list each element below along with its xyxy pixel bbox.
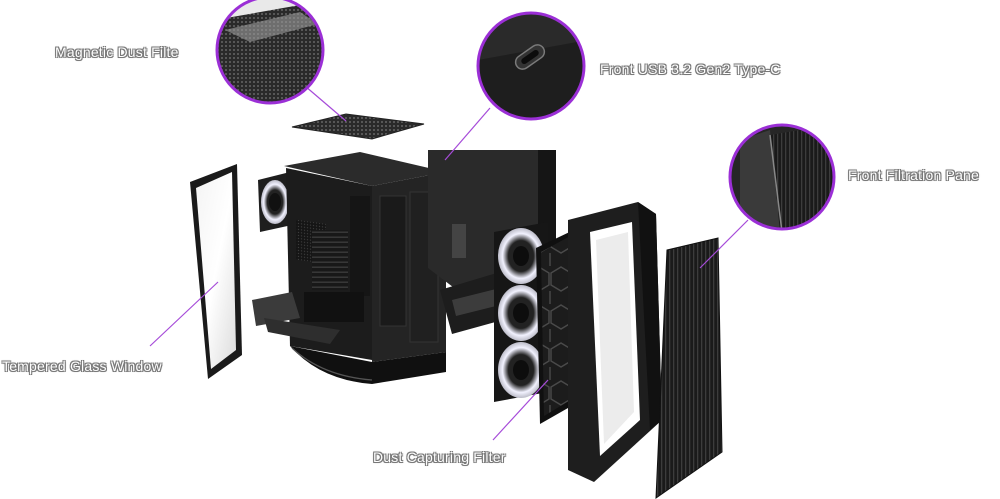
callout-line-usb [444,107,491,161]
front-fan-stack [494,222,548,402]
top-dust-filter [291,85,425,140]
callout-usb-type-c [476,11,586,121]
rear-fan [258,172,292,232]
callout-line-top-filter [304,85,347,122]
callout-line-dust [492,379,549,441]
front-fan-1 [498,228,544,284]
label-tempered-glass-window: Tempered Glass Window [2,358,162,374]
label-front-filtration-panel: Front Filtration Pane [848,167,980,183]
callout-line-front-panel [699,219,749,269]
front-bezel [568,202,662,482]
tempered-glass-panel [149,164,242,379]
main-chassis [252,152,446,384]
front-fan-2 [498,285,544,341]
front-filtration-panel [655,219,749,499]
label-magnetic-dust-filter: Magnetic Dust Filte [55,44,179,60]
label-dust-capturing-filter: Dust Capturing Filter [373,449,506,465]
callout-magnetic-dust-filter [215,0,325,105]
psu-shroud [440,272,510,334]
usb-c-port-icon [514,44,546,70]
callout-line-glass [149,281,219,347]
callout-front-filtration [728,123,836,231]
label-front-usb: Front USB 3.2 Gen2 Type-C [600,61,781,77]
front-fan-3 [498,342,544,398]
